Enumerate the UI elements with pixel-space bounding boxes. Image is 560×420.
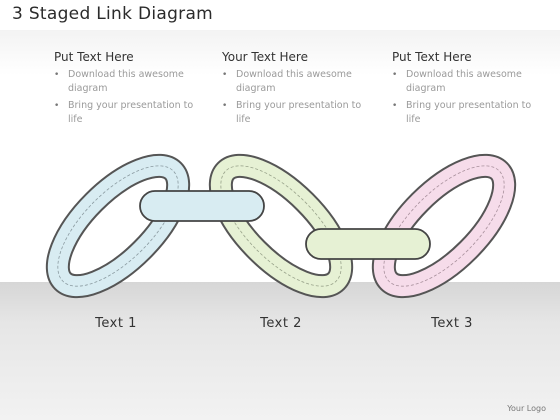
list-item: •Download this awesome diagram	[222, 69, 352, 94]
bullet-icon: •	[392, 101, 398, 111]
chain-link-1	[45, 153, 191, 299]
bullet-list: •Download this awesome diagram •Bring yo…	[54, 68, 204, 127]
stage-label-2: Text 2	[260, 316, 302, 331]
connector-bar-2	[305, 228, 431, 260]
logo-text: Your Logo	[507, 404, 546, 413]
stage-label-1: Text 1	[95, 316, 137, 331]
list-item: •Download this awesome diagram	[392, 69, 522, 94]
list-item: •Bring your presentation to life	[222, 100, 362, 125]
block-heading: Your Text Here	[222, 50, 308, 64]
connector-bar-1	[139, 190, 265, 222]
block-heading: Put Text Here	[392, 50, 472, 64]
slide-title: 3 Staged Link Diagram	[12, 4, 214, 24]
list-item: •Bring your presentation to life	[392, 100, 532, 125]
bullet-icon: •	[392, 70, 398, 80]
text-block-3: Put Text Here •Download this awesome dia…	[392, 50, 542, 130]
list-item: •Download this awesome diagram	[54, 69, 184, 94]
link-fill	[47, 155, 189, 297]
bullet-list: •Download this awesome diagram •Bring yo…	[392, 68, 542, 127]
bullet-icon: •	[222, 70, 228, 80]
bullet-icon: •	[222, 101, 228, 111]
bullet-icon: •	[54, 101, 60, 111]
floor-shadow	[0, 282, 560, 420]
chain-link-3	[371, 153, 517, 299]
chain-link-2	[208, 153, 354, 299]
block-heading: Put Text Here	[54, 50, 134, 64]
list-item: •Bring your presentation to life	[54, 100, 194, 125]
stage-label-3: Text 3	[431, 316, 473, 331]
bullet-icon: •	[54, 70, 60, 80]
text-block-1: Put Text Here •Download this awesome dia…	[54, 50, 204, 130]
text-block-2: Your Text Here •Download this awesome di…	[222, 50, 372, 130]
bullet-list: •Download this awesome diagram •Bring yo…	[222, 68, 372, 127]
